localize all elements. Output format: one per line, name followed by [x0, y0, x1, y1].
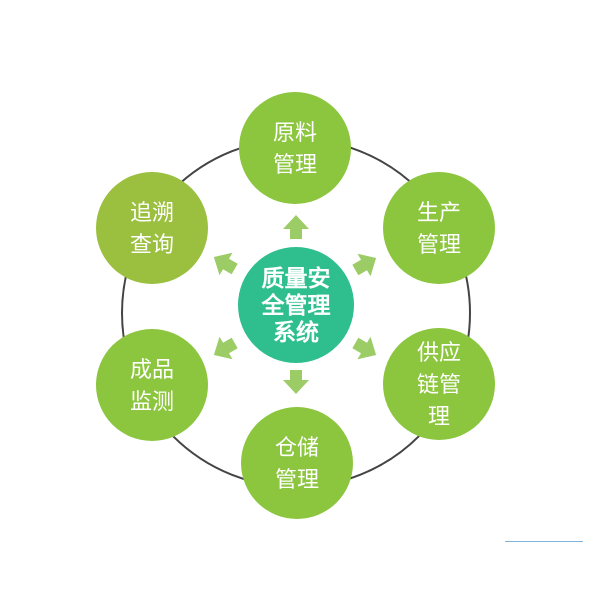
node-label: 监测 [130, 390, 174, 415]
node-label: 理 [428, 405, 450, 430]
node-label: 管理 [417, 233, 461, 258]
arrow-icon [352, 253, 377, 277]
node-label: 供应 [417, 341, 461, 366]
node-circle [241, 407, 353, 519]
corner-divider-line [505, 541, 583, 542]
center-circle [238, 247, 354, 363]
arrow-icon [213, 336, 238, 360]
center-label: 质量安 [262, 265, 331, 292]
node-label: 仓储 [275, 436, 319, 461]
node-label: 管理 [273, 153, 317, 178]
center-label: 全管理 [261, 292, 331, 319]
node-label: 生产 [417, 201, 461, 226]
center-label: 系统 [273, 319, 319, 346]
node-circle [239, 92, 351, 204]
arrow-icon [283, 370, 309, 394]
arrows-group [213, 215, 377, 394]
node-label: 原料 [273, 121, 317, 146]
node-label: 管理 [275, 468, 319, 493]
node-circle [383, 328, 495, 440]
arrow-icon [352, 336, 377, 360]
arrow-icon [283, 215, 309, 239]
node-label: 查询 [130, 233, 174, 258]
arrow-icon [213, 252, 238, 276]
node-circle [96, 329, 208, 441]
node-label: 成品 [130, 358, 174, 383]
node-label: 追溯 [130, 201, 174, 226]
node-circle [383, 172, 495, 284]
node-label: 链管 [417, 373, 461, 398]
node-circle [96, 172, 208, 284]
